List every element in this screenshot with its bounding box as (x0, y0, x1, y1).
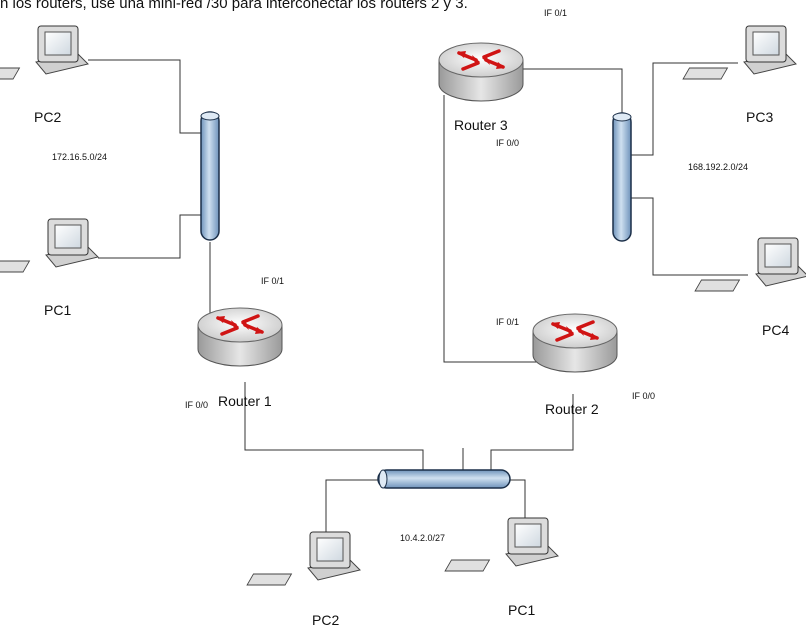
link-hub-right-pc3 (631, 62, 738, 156)
pc-icon-pc2-top (0, 25, 89, 80)
label-router-3: Router 3 (454, 117, 508, 133)
label-network-left: 172.16.5.0/24 (52, 152, 108, 162)
label-router2-if00: IF 0/0 (632, 391, 656, 401)
link-router2-hub-bottom (490, 394, 574, 470)
label-pc1-bottom: PC1 (508, 602, 536, 618)
hub-right (612, 112, 632, 242)
pc-icon-pc3 (682, 25, 797, 80)
links (88, 59, 748, 536)
label-router1-if00: IF 0/0 (185, 400, 209, 410)
pc-icon-pc1-left (0, 218, 99, 273)
link-router3-hub-right (522, 68, 623, 115)
link-pc2-top-hub-left (88, 59, 201, 134)
label-pc4: PC4 (762, 322, 790, 338)
link-hub-right-pc4 (631, 197, 748, 276)
label-network-right: 168.192.2.0/24 (688, 162, 749, 172)
router-3-icon (438, 42, 524, 102)
hub-left (200, 111, 220, 241)
label-router3-if00: IF 0/0 (496, 138, 520, 148)
hub-bottom (377, 469, 511, 489)
label-pc2-top: PC2 (34, 109, 62, 125)
pc-icon-pc2-bottom (246, 531, 361, 586)
pc-icon-pc1-bottom (444, 517, 559, 572)
label-router1-if01: IF 0/1 (261, 276, 285, 286)
label-router3-if01: IF 0/1 (544, 8, 568, 18)
link-router3-router2 (443, 95, 538, 363)
label-router-2: Router 2 (545, 401, 599, 417)
label-router2-if01: IF 0/1 (496, 317, 520, 327)
label-pc2-bottom: PC2 (312, 612, 340, 628)
link-hub-bottom-pc1-bottom (508, 479, 526, 520)
label-pc1-left: PC1 (44, 302, 72, 318)
label-pc3: PC3 (746, 109, 774, 125)
router-1-icon (197, 307, 283, 367)
link-router1-hub-bottom (244, 382, 424, 470)
link-hub-bottom-pc2-bottom (325, 479, 380, 536)
router-2-icon (532, 313, 618, 373)
link-pc1-left-hub-left (98, 214, 201, 259)
label-network-bottom: 10.4.2.0/27 (400, 533, 446, 543)
label-router-1: Router 1 (218, 393, 272, 409)
header-text: n los routers, use una mini-red /30 para… (0, 0, 468, 12)
pc-icon-pc4 (694, 237, 806, 292)
